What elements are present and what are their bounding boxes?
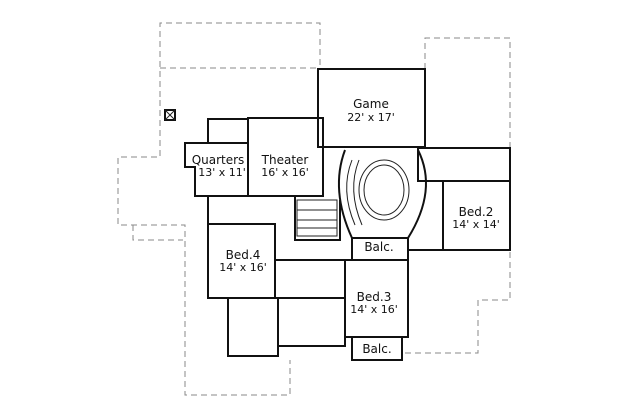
room-size-bed2: 14' x 14' [452, 218, 500, 231]
room-size-bed4: 14' x 16' [219, 261, 267, 274]
room-size-game: 22' x 17' [347, 111, 395, 124]
room-size-quarters: 13' x 11' [198, 166, 246, 179]
balcony-label-bottom: Balc. [362, 342, 391, 356]
roof-outline [117, 22, 511, 396]
grand-staircase [337, 149, 427, 239]
room-name-bed4: Bed.4 [226, 248, 261, 262]
straight-stair [296, 199, 338, 237]
room-name-quarters: Quarters [192, 153, 245, 167]
walls [184, 68, 511, 361]
room-size-bed3: 14' x 16' [350, 303, 398, 316]
balcony-label-center: Balc. [364, 240, 393, 254]
vent-box [164, 109, 176, 121]
balcony-bottom [351, 336, 403, 361]
game-room [317, 68, 426, 148]
room-size-theater: 16' x 16' [261, 166, 309, 179]
room-name-bed3: Bed.3 [357, 290, 392, 304]
room-name-theater: Theater [261, 153, 309, 167]
room-name-game: Game [353, 97, 389, 111]
room-name-bed2: Bed.2 [459, 205, 494, 219]
theater-room [247, 117, 324, 197]
